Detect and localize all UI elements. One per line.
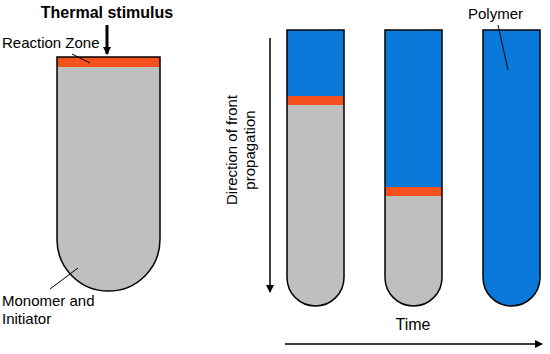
stimulus-arrow <box>106 25 109 54</box>
tube-fill <box>50 50 170 300</box>
test-tube <box>483 30 540 306</box>
leader-line <box>50 268 78 289</box>
axis-label: Direction of front propagation <box>222 68 258 233</box>
test-tube <box>57 57 160 291</box>
leader-line <box>72 54 90 63</box>
callout-label: Monomer and Initiator <box>2 292 102 328</box>
callout-label: Polymer <box>468 5 548 23</box>
stimulus-label: Thermal stimulus <box>22 3 192 22</box>
test-tube <box>385 30 442 306</box>
leader-line <box>498 25 508 70</box>
tube-fill <box>378 25 448 315</box>
callout-label: Reaction Zone <box>2 34 122 52</box>
time-arrow <box>285 343 542 345</box>
tube-fill <box>476 25 546 315</box>
axis-label: Time <box>353 315 473 334</box>
direction-arrow <box>269 38 271 292</box>
test-tube <box>287 30 344 306</box>
tube-fill <box>280 25 350 315</box>
